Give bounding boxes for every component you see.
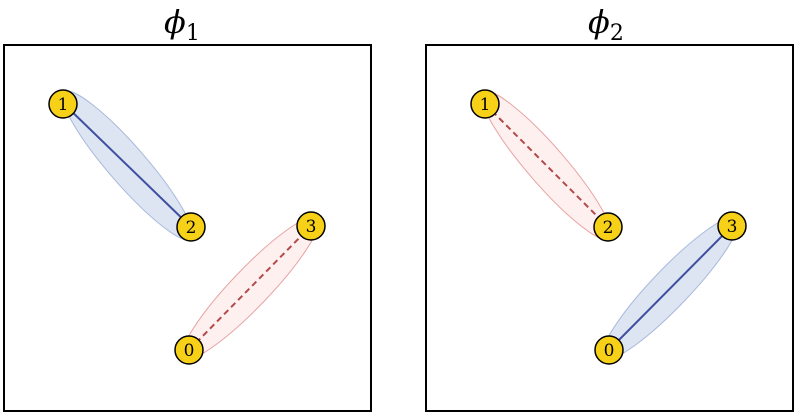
node-1: 1	[48, 89, 78, 119]
panel-1-frame	[3, 44, 372, 412]
node-2: 2	[593, 212, 623, 242]
panel-1-title: ϕ1	[164, 3, 200, 46]
pair-link	[63, 103, 192, 228]
panel-2-frame	[425, 44, 794, 412]
node-label: 2	[603, 218, 614, 238]
node-1: 1	[470, 89, 500, 119]
pair-link	[608, 225, 733, 351]
node-circle	[593, 212, 623, 242]
node-label: 0	[604, 341, 615, 361]
node-0: 0	[594, 335, 624, 365]
node-circle	[176, 212, 206, 242]
node-0: 0	[174, 335, 204, 365]
node-circle	[174, 335, 204, 365]
panel-phi-2: ϕ2 1 2 3 0	[425, 3, 794, 412]
node-label: 0	[184, 341, 195, 361]
node-circle	[717, 211, 747, 241]
pair-link	[484, 103, 609, 228]
node-circle	[470, 89, 500, 119]
node-circle	[594, 335, 624, 365]
node-label: 1	[58, 95, 69, 115]
node-2: 2	[176, 212, 206, 242]
panel-2-title: ϕ2	[588, 3, 624, 46]
node-3: 3	[717, 211, 747, 241]
node-3: 3	[296, 211, 326, 241]
node-circle	[48, 89, 78, 119]
panel-phi-1: ϕ1 1 2 3 0	[3, 3, 372, 412]
node-label: 2	[186, 218, 197, 238]
node-label: 1	[480, 95, 491, 115]
pair-link	[188, 225, 312, 351]
node-label: 3	[727, 217, 738, 237]
node-circle	[296, 211, 326, 241]
node-label: 3	[306, 217, 317, 237]
